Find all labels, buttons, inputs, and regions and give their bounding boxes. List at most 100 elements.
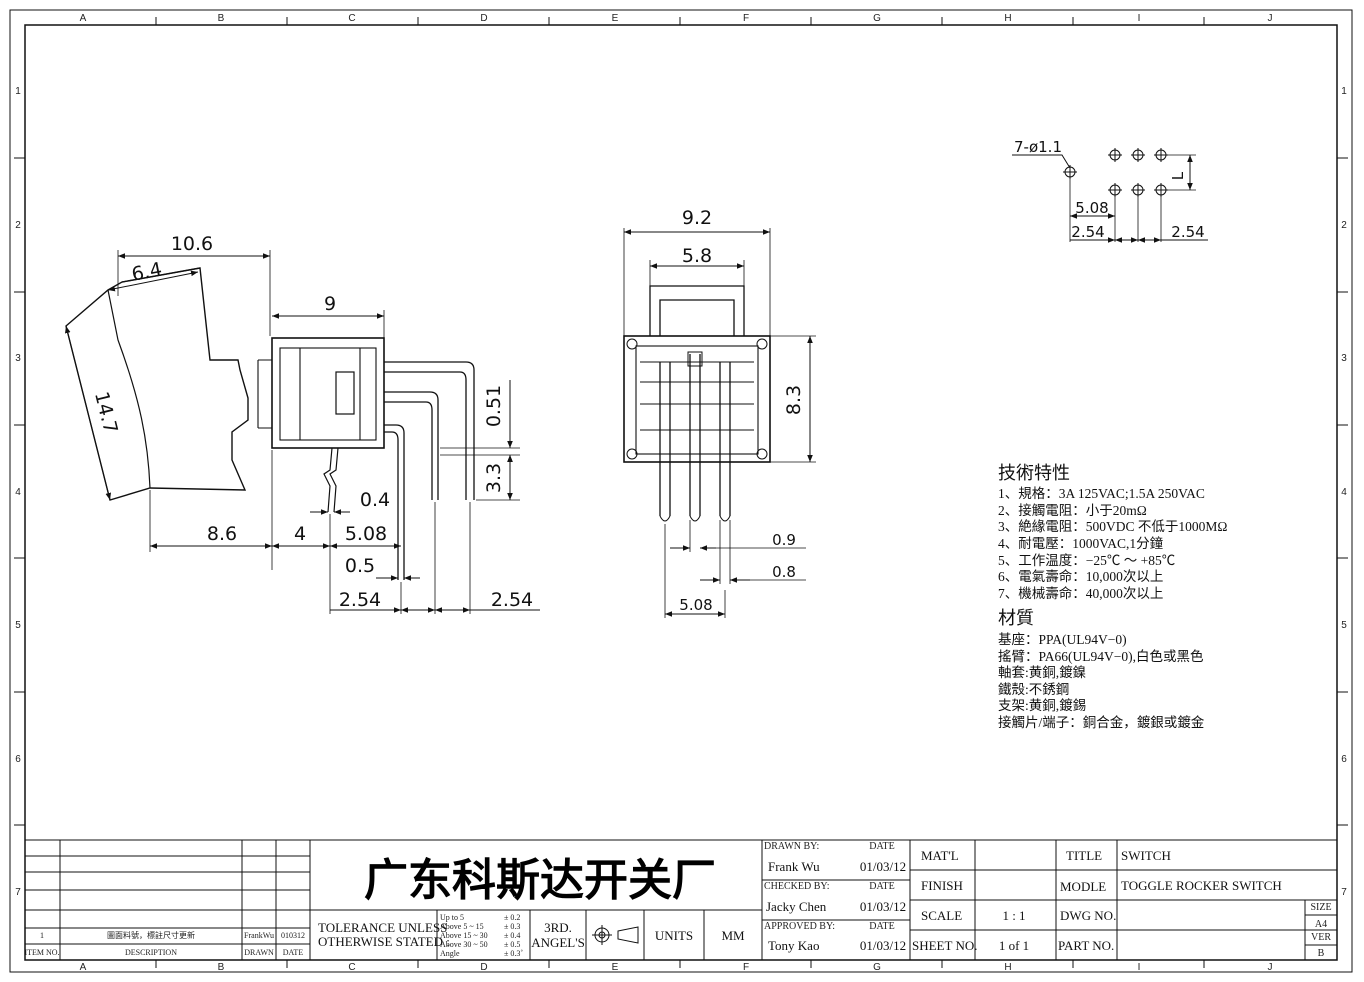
zone-row-left: 1 <box>15 86 21 97</box>
tolerance-label: OTHERWISE STATED : <box>318 934 450 949</box>
zone-row-right: 7 <box>1341 887 1347 898</box>
part-label: PART NO. <box>1058 938 1114 953</box>
pcb-dim-label: L <box>1169 171 1187 180</box>
zone-row-right: 6 <box>1341 754 1347 765</box>
units-value: MM <box>721 928 745 943</box>
dim-label: 4 <box>294 523 306 545</box>
pcb-dim-label: 2.54 <box>1171 223 1204 241</box>
scale-value: 1 : 1 <box>1002 908 1025 923</box>
zone-col-top: G <box>873 13 881 24</box>
spec-block: 技術特性 1、規格：3A 125VAC;1.5A 250VAC 2、接觸電阻：小… <box>998 463 1227 730</box>
zone-row-left: 2 <box>15 220 21 231</box>
switch-housing <box>271 337 385 449</box>
drawn-by: Frank Wu <box>768 859 820 874</box>
zone-row-right: 5 <box>1341 620 1347 631</box>
matl-label: MAT'L <box>921 848 959 863</box>
finish-label: FINISH <box>921 878 963 893</box>
dim-label: 0.51 <box>483 385 505 427</box>
dim-label: 14.7 <box>90 389 122 435</box>
zone-row-right: 4 <box>1341 487 1347 498</box>
material-item: 鐵殼:不銹鋼 <box>998 681 1069 697</box>
projection-label: 3RD. <box>544 920 572 935</box>
rev-header-date: DATE <box>283 948 304 957</box>
date-drawn: 01/03/12 <box>860 859 906 874</box>
rocker-actuator <box>65 267 249 501</box>
size-value: A4 <box>1315 919 1327 930</box>
model-value: TOGGLE ROCKER SWITCH <box>1121 878 1282 893</box>
zone-col-top: B <box>218 13 225 24</box>
tolerance-value: ± 0.3 <box>504 922 520 931</box>
pcb-dim-label: 5.08 <box>1075 199 1108 217</box>
spec-item: 4、耐電壓：1000VAC,1分鐘 <box>998 535 1164 551</box>
approved-by: Tony Kao <box>768 938 819 953</box>
title-label: TITLE <box>1066 848 1102 863</box>
units-label: UNITS <box>655 928 693 943</box>
zone-row-left: 6 <box>15 754 21 765</box>
dim-label: 8.6 <box>207 523 237 545</box>
title-block: 1 圖面料號，標註尺寸更新 FrankWu 010312 ITEM NO. DE… <box>24 839 1337 960</box>
ver-value: B <box>1318 948 1325 959</box>
zone-ticks <box>14 17 1348 968</box>
drawn-by-label: DRAWN BY: <box>764 841 819 852</box>
rev-date: 010312 <box>281 931 305 940</box>
rev-header-drawn: DRAWN <box>244 948 274 957</box>
dim-label: 10.6 <box>171 233 213 255</box>
rev-header-description: DESCRIPTION <box>125 948 177 957</box>
zone-col-top: J <box>1268 13 1273 24</box>
zone-col-top: I <box>1138 13 1141 24</box>
spec-item: 3、絶緣電阻：500VDC 不低于1000MΩ <box>998 519 1227 534</box>
zone-col-bottom: J <box>1268 962 1273 973</box>
tolerance-value: ± 0.5 <box>504 940 520 949</box>
material-item: 基座：PPA(UL94V−0) <box>998 631 1127 647</box>
sheet-label: SHEET NO. <box>912 938 977 953</box>
spec-item: 1、規格：3A 125VAC;1.5A 250VAC <box>998 486 1205 501</box>
tolerance-range: Up to 5 <box>440 913 464 922</box>
material-item: 支架:黄銅,鍍錫 <box>998 697 1086 713</box>
date-approved: 01/03/12 <box>860 938 906 953</box>
rev-item: 1 <box>40 931 44 940</box>
checked-by: Jacky Chen <box>766 899 827 914</box>
sheet-value: 1 of 1 <box>999 938 1029 953</box>
dim-label: 9.2 <box>682 207 712 229</box>
rev-header-item: ITEM NO. <box>24 948 59 957</box>
ver-label: VER <box>1311 932 1331 943</box>
model-label: MODLE <box>1060 879 1106 894</box>
date-checked: 01/03/12 <box>860 899 906 914</box>
zone-row-right: 1 <box>1341 86 1347 97</box>
title-value: SWITCH <box>1121 848 1171 863</box>
pcb-layout: 7-ø1.1 L 5.08 2.54 2.54 <box>1012 138 1208 243</box>
zone-col-bottom: E <box>612 962 619 973</box>
third-angle-projection-icon <box>592 925 639 945</box>
tolerance-label: TOLERANCE UNLESS <box>318 920 447 935</box>
material-item: 軸套:黄銅,鍍鎳 <box>998 664 1086 680</box>
zone-col-bottom: H <box>1004 962 1011 973</box>
date-label: DATE <box>869 921 895 932</box>
dim-label: 0.8 <box>772 563 796 581</box>
zone-letters: A B C D E F G H I J A B C D E F G H I J … <box>15 13 1347 973</box>
spec-item: 7、機械壽命：40,000次以上 <box>998 585 1163 601</box>
projection-label: ANGEL'S <box>531 935 585 950</box>
pcb-dim-label: 2.54 <box>1071 223 1104 241</box>
material-item: 接觸片/端子：銅合金，鍍銀或鍍金 <box>998 714 1205 730</box>
zone-col-bottom: F <box>743 962 749 973</box>
dim-label: 9 <box>324 293 336 315</box>
zone-col-bottom: D <box>480 962 487 973</box>
zone-row-right: 3 <box>1341 353 1347 364</box>
tolerance-value: ± 0.2 <box>504 913 520 922</box>
zone-col-bottom: A <box>80 962 87 973</box>
zone-col-bottom: B <box>218 962 225 973</box>
zone-col-top: C <box>348 13 355 24</box>
spec-item: 5、工作温度：−25℃ ～ +85℃ <box>998 553 1175 568</box>
tolerance-range: Above 15 ~ 30 <box>440 931 488 940</box>
zone-row-left: 3 <box>15 353 21 364</box>
tolerance-value: ± 0.3˚ <box>504 949 523 958</box>
material-title: 材質 <box>998 608 1034 628</box>
front-view: 9.2 5.8 8.3 0.9 0.8 5.08 <box>623 207 816 618</box>
date-label: DATE <box>869 841 895 852</box>
approved-by-label: APPROVED BY: <box>764 921 835 932</box>
pcb-holes-label: 7-ø1.1 <box>1014 138 1062 156</box>
dwg-label: DWG NO. <box>1060 908 1116 923</box>
rev-description: 圖面料號，標註尺寸更新 <box>107 930 195 940</box>
zone-row-left: 4 <box>15 487 21 498</box>
zone-col-top: A <box>80 13 87 24</box>
